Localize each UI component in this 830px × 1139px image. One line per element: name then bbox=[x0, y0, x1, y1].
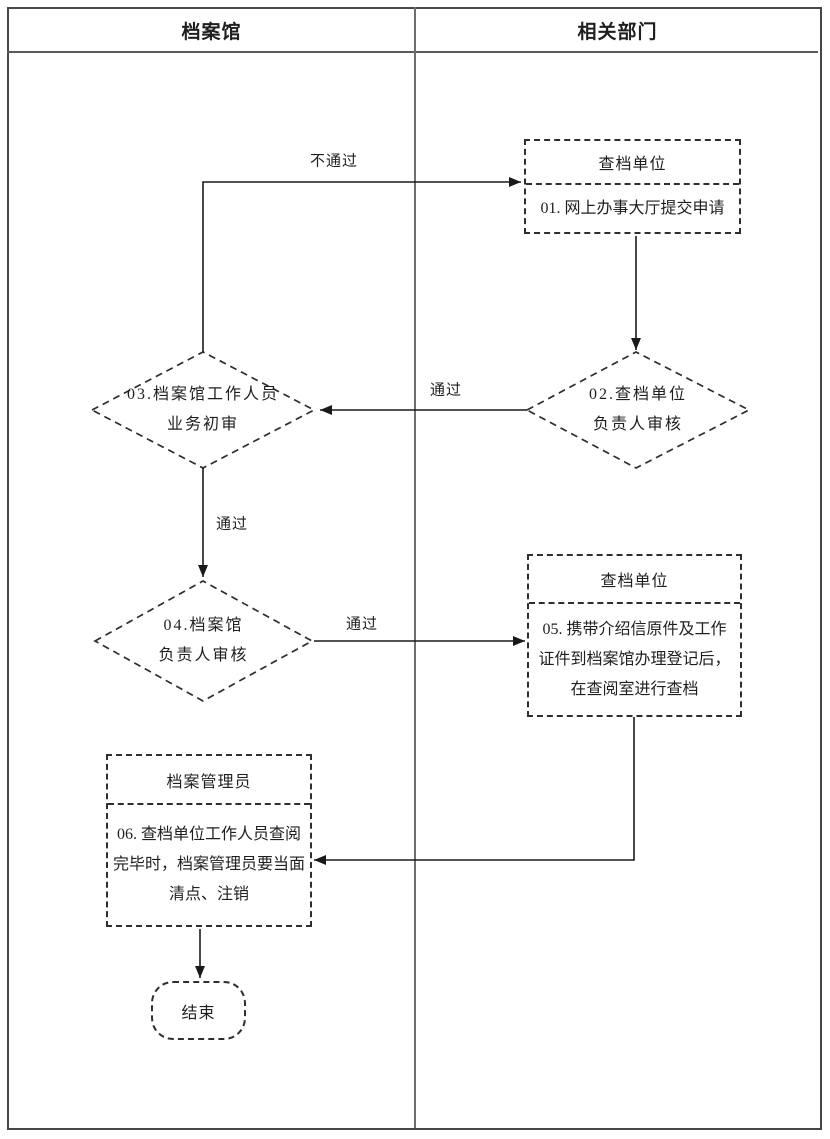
node-box05-line1: 05. 携带介绍信原件及工作 bbox=[542, 620, 727, 638]
node-box05-title: 查档单位 bbox=[529, 556, 740, 604]
node-box06-line1: 06. 查档单位工作人员查阅 bbox=[116, 826, 301, 843]
node-box06-title: 档案管理员 bbox=[108, 756, 310, 805]
node-box06-body: 06. 查档单位工作人员查阅 完毕时，档案管理员要当面 清点、注销 bbox=[108, 805, 310, 925]
node-box05-onsite-registration: 查档单位 05. 携带介绍信原件及工作 证件到档案馆办理登记后， 在查阅室进行查… bbox=[527, 554, 742, 717]
node-diamond04-archive-leader-review: 04.档案馆 负责人审核 bbox=[95, 587, 312, 695]
edge-d03-to-box01 bbox=[202, 177, 521, 352]
swimlane-divider bbox=[414, 7, 416, 1128]
edge-label-pass-d03-d04: 通过 bbox=[215, 516, 249, 533]
node-box06-checkout-cancel: 档案管理员 06. 查档单位工作人员查阅 完毕时，档案管理员要当面 清点、注销 bbox=[106, 754, 312, 927]
diamond-04-shape bbox=[93, 580, 314, 702]
node-box06-line2: 完毕时，档案管理员要当面 bbox=[112, 856, 305, 873]
lane-title-departments: 相关部门 bbox=[416, 9, 819, 51]
edge-box05-to-box06 bbox=[314, 717, 635, 865]
node-box01-title-label: 查档单位 bbox=[598, 156, 667, 173]
node-diamond03-line2: 业务初审 bbox=[166, 416, 239, 433]
node-box01-title: 查档单位 bbox=[526, 141, 739, 185]
diamond-02-shape bbox=[525, 351, 751, 469]
edge-label-pass-d04-box05: 通过 bbox=[345, 616, 379, 633]
node-box01-submit-application: 查档单位 01. 网上办事大厅提交申请 bbox=[524, 139, 741, 234]
lane-title-departments-label: 相关部门 bbox=[577, 21, 658, 43]
node-box05-title-label: 查档单位 bbox=[600, 573, 669, 590]
lane-title-archives-label: 档案馆 bbox=[181, 21, 242, 43]
node-end-terminator: 结束 bbox=[151, 981, 246, 1040]
node-diamond04-line1: 04.档案馆 bbox=[163, 617, 244, 634]
lane-title-archives: 档案馆 bbox=[9, 9, 414, 51]
node-diamond02-line2: 负责人审核 bbox=[592, 416, 683, 433]
node-box05-line2: 证件到档案馆办理登记后， bbox=[538, 650, 731, 668]
diamond-03-shape bbox=[90, 351, 316, 469]
node-diamond03-line1: 03.档案馆工作人员 bbox=[126, 386, 279, 403]
node-diamond03-archive-staff-review: 03.档案馆工作人员 业务初审 bbox=[92, 356, 314, 464]
swimlane-header-row bbox=[7, 7, 818, 53]
node-diamond04-line2: 负责人审核 bbox=[158, 647, 249, 664]
node-diamond02-unit-leader-review: 02.查档单位 负责人审核 bbox=[527, 356, 749, 464]
node-box01-body: 01. 网上办事大厅提交申请 bbox=[526, 185, 739, 232]
node-box06-title-label: 档案管理员 bbox=[166, 773, 252, 791]
node-box01-body-label: 01. 网上办事大厅提交申请 bbox=[540, 199, 725, 217]
edge-label-pass-d02-d03: 通过 bbox=[429, 382, 463, 399]
node-box05-line3: 在查阅室进行查档 bbox=[570, 680, 699, 698]
node-end-label: 结束 bbox=[181, 1004, 216, 1022]
edge-label-not-pass: 不通过 bbox=[309, 153, 359, 170]
node-box06-line3: 清点、注销 bbox=[168, 886, 249, 903]
node-box05-body: 05. 携带介绍信原件及工作 证件到档案馆办理登记后， 在查阅室进行查档 bbox=[529, 604, 740, 715]
node-diamond02-line1: 02.查档单位 bbox=[588, 386, 687, 403]
